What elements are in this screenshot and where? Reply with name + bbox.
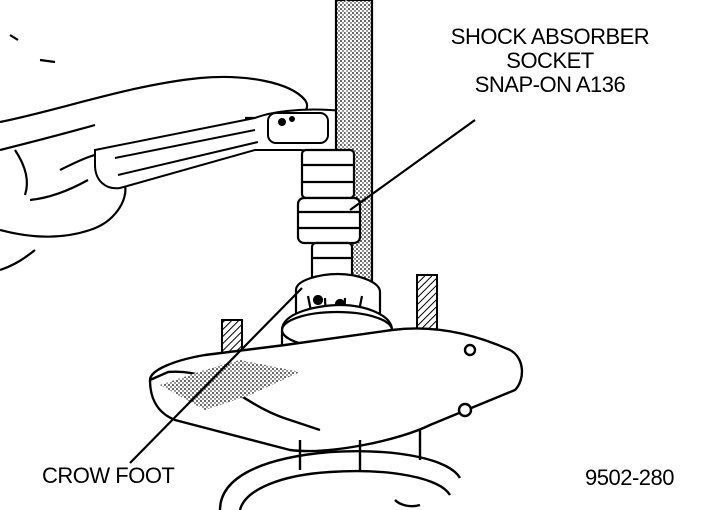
- shock-socket-label-line2: SOCKET: [506, 48, 594, 73]
- leader-lines: [129, 119, 476, 464]
- shock-absorber-socket: [296, 148, 362, 285]
- crow-foot-label: CROW FOOT: [42, 463, 175, 488]
- shock-socket-label-line1: SHOCK ABSORBER: [450, 24, 650, 49]
- shock-socket-label-line3: SNAP-ON A136: [474, 72, 626, 97]
- mounting-plate: [148, 327, 524, 453]
- ratchet-wrench: [94, 108, 364, 190]
- coil-spring: [218, 430, 462, 510]
- figure-number: 9502-280: [585, 465, 674, 490]
- shock-socket-callout: SHOCK ABSORBER SOCKET SNAP-ON A136: [450, 25, 650, 97]
